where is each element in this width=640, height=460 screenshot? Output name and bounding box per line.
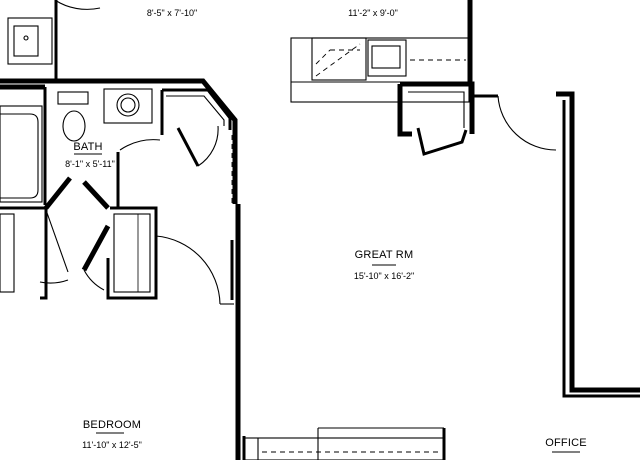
top-left-room (7, 0, 101, 80)
room-name-office: OFFICE (545, 437, 587, 449)
kitchen (290, 0, 473, 103)
toilet (62, 110, 86, 142)
bathtub (0, 105, 43, 203)
sink-inner (120, 97, 136, 113)
room-dimension-bedroom: 11'-10" x 12'-5" (82, 440, 142, 450)
room-dimension-bath: 8'-1" x 5'-11" (65, 159, 115, 169)
room-name-bedroom: BEDROOM (83, 419, 141, 431)
closet-door-arc (39, 279, 69, 284)
pantry-door (416, 127, 468, 156)
appliance-dial (23, 35, 29, 41)
closet-door (176, 127, 200, 167)
sink-bowl (116, 93, 140, 117)
entry-door-arc (497, 95, 557, 151)
door-swing-arc (54, 0, 101, 10)
oven-range (367, 39, 407, 77)
sink-vanity (103, 88, 153, 124)
appliance-panel (13, 25, 39, 57)
washer-appliance (7, 17, 53, 65)
bathtub-basin (0, 113, 39, 199)
closet-door (81, 224, 111, 272)
wall-top-of-bath (0, 78, 238, 204)
hall-closet (160, 88, 233, 205)
room-name-great-room: GREAT RM (355, 249, 414, 261)
bedroom-closets (0, 176, 221, 305)
closet-door (44, 176, 72, 210)
pantry (397, 81, 557, 156)
vanity-counter (57, 91, 89, 105)
bath-door-arc (119, 139, 161, 151)
closet-door-arc (83, 269, 105, 291)
wall-office (556, 91, 640, 393)
bath-fixtures (0, 88, 153, 203)
room-dimension-great-room: 15'-10" x 16'-2" (354, 271, 414, 281)
room-dimension-top-left: 8'-5" x 7'-10" (147, 8, 197, 18)
bottom-counter (242, 427, 446, 460)
room-dimension-kitchen: 11'-2" x 9'-0" (348, 8, 398, 18)
dishwasher (311, 37, 367, 81)
room-name-bath: BATH (73, 141, 102, 153)
bedroom-door-arc (155, 235, 221, 305)
closet-door-arc (197, 125, 219, 167)
